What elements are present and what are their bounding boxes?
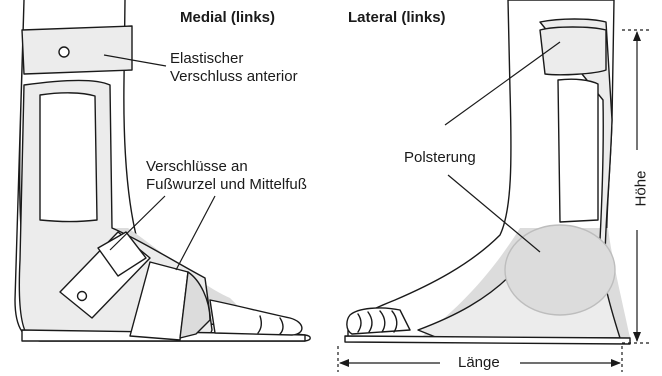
label-foot-closures-line2: Fußwurzel und Mittelfuß [146,176,307,194]
medial-brace-inner [40,93,97,222]
lateral-padding [505,225,615,315]
lateral-brace-inner [558,79,598,222]
lateral-footplate [345,336,630,344]
label-anterior-closure-line1: Elastischer [170,50,243,68]
lateral-foot-illustration [345,0,630,344]
medial-anterior-strap [22,26,132,74]
label-foot-closures-line1: Verschlüsse an [146,158,248,176]
dimension-length-label: Länge [454,354,504,371]
lateral-anterior-strap [540,27,606,75]
medial-midfoot-rivet [78,292,87,301]
medial-strap-rivet [59,47,69,57]
callout-foot-closure-2 [176,196,215,270]
dimension-height-label: Höhe [633,164,650,214]
heading-medial: Medial (links) [180,9,275,27]
label-padding: Polsterung [404,149,476,167]
heading-lateral: Lateral (links) [348,9,446,27]
lateral-toes [347,308,410,334]
label-anterior-closure-line2: Verschluss anterior [170,68,298,86]
medial-toes [210,300,302,335]
